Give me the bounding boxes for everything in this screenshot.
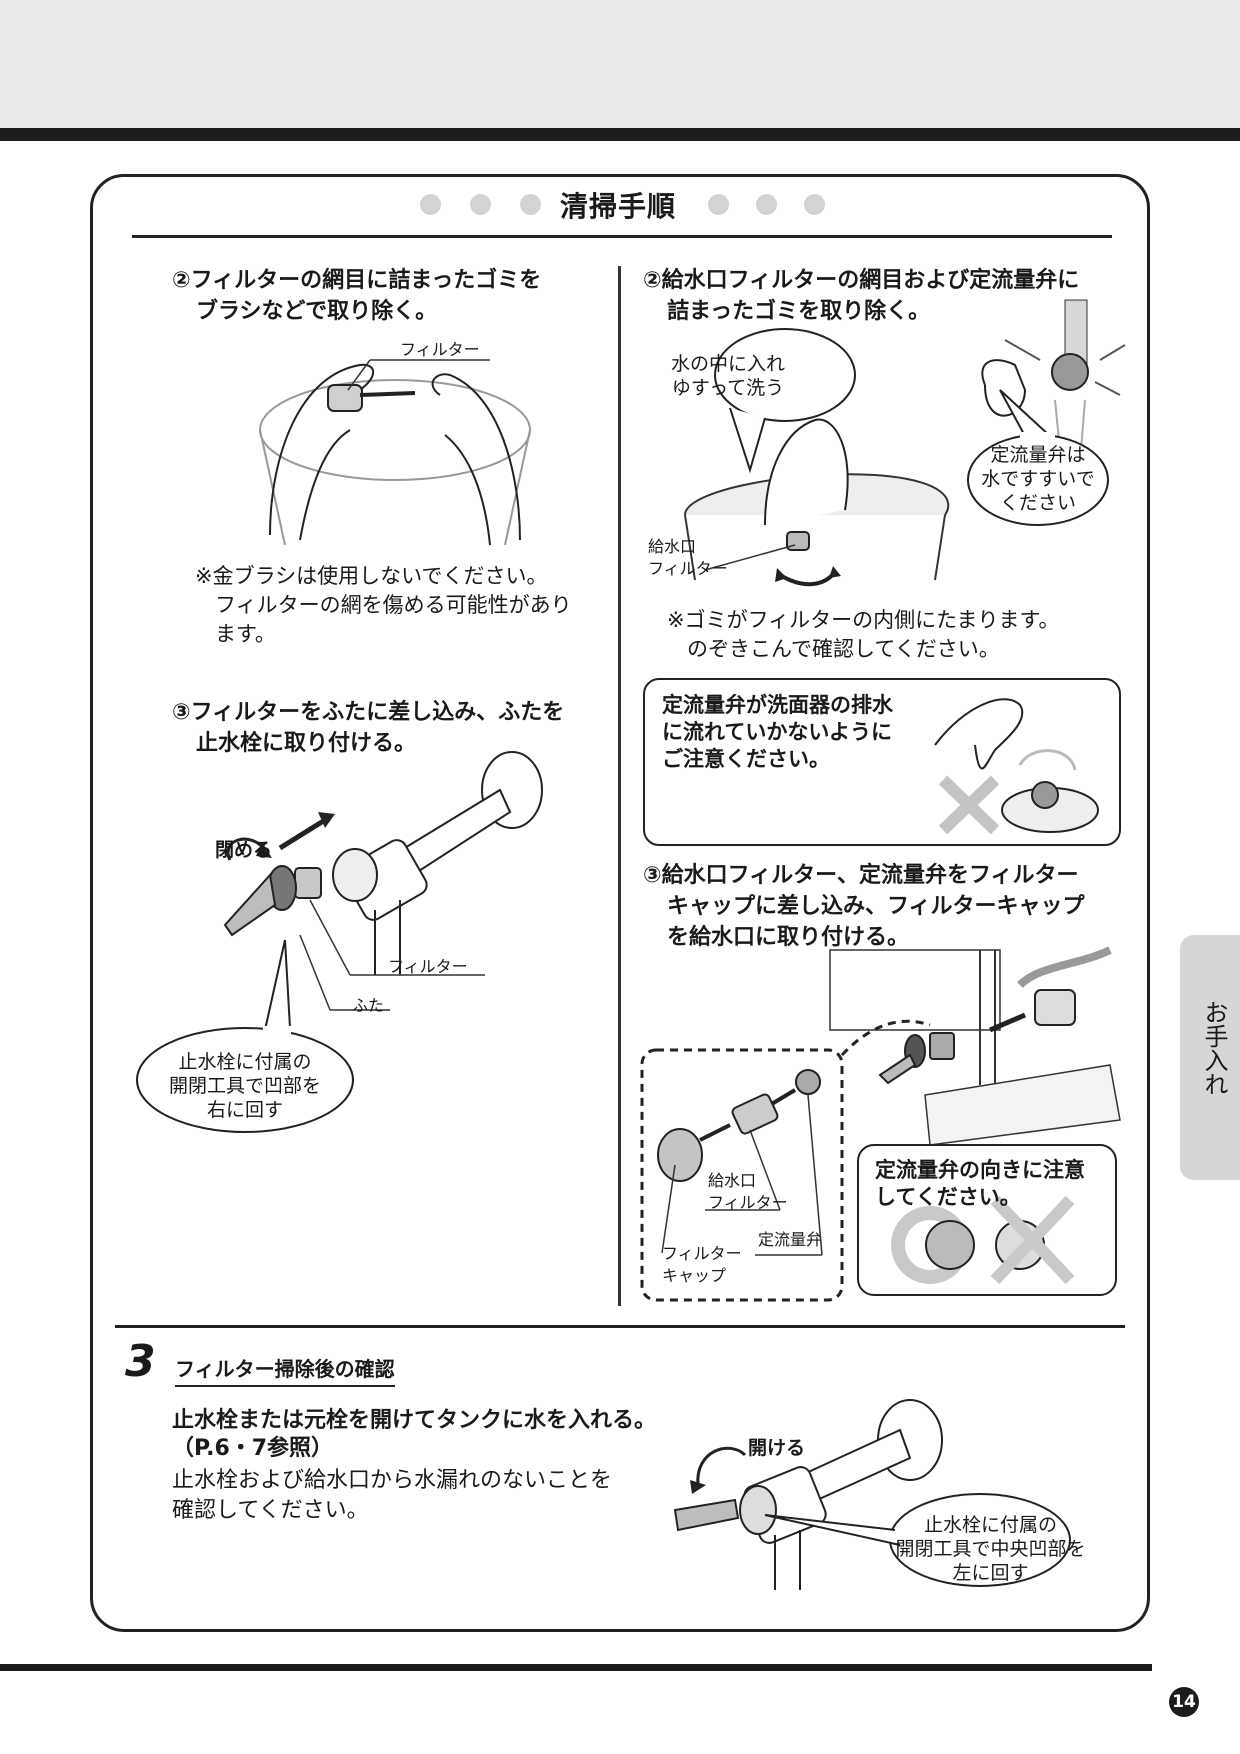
- text-line: ※ゴミがフィルターの内側にたまります。: [667, 608, 1060, 632]
- label-valve: 定流量弁: [758, 1230, 823, 1249]
- text-line: キャップ: [662, 1266, 727, 1285]
- text-line: を給水口に取り付ける。: [667, 925, 910, 950]
- text-line: フィルター: [648, 559, 728, 578]
- title-rule: [132, 235, 1112, 238]
- label-inlet-filter: 給水口 フィルター: [648, 536, 728, 580]
- right-step2-text: ②給水口フィルターの網目および定流量弁に 詰まったゴミを取り除く。: [643, 265, 1079, 327]
- bubble-text-section3: 止水栓に付属の 開閉工具で中央凹部を 左に回す: [858, 1513, 1123, 1585]
- section3-line2: （P.6・7参照）: [172, 1436, 334, 1461]
- header-band: [0, 0, 1240, 128]
- text-line: 定流量弁が洗面器の排水: [662, 693, 893, 717]
- text-line: 止水栓に取り付ける。: [196, 731, 417, 756]
- section-number: 3: [125, 1336, 156, 1387]
- title-dot: [520, 194, 541, 215]
- title-dot: [420, 194, 441, 215]
- section3-line1: 止水栓または元栓を開けてタンクに水を入れる。: [172, 1408, 657, 1433]
- text-line: 止水栓および給水口から水漏れのないことを: [172, 1468, 613, 1493]
- bubble-valve-text: 定流量弁は 水ですすいで ください: [968, 443, 1108, 515]
- orientation-note: 定流量弁の向きに注意 してください。: [875, 1157, 1085, 1211]
- section3-line3: 止水栓および給水口から水漏れのないことを 確認してください。: [172, 1466, 612, 1526]
- text-line: のぞきこんで確認してください。: [687, 637, 1000, 661]
- left-step2-text: ②フィルターの網目に詰まったゴミを ブラシなどで取り除く。: [172, 265, 541, 327]
- bubble-wash-text: 水の中に入れ ゆすって洗う: [658, 352, 798, 400]
- text-line: 右に回す: [206, 1099, 283, 1121]
- text-line: ※金ブラシは使用しないでください。: [195, 564, 548, 588]
- header-rule-bar: [0, 128, 1240, 141]
- text-line: 詰まったゴミを取り除く。: [667, 299, 931, 324]
- left-step2-note: ※金ブラシは使用しないでください。 フィルターの網を傷める可能性があり ます。: [195, 562, 572, 649]
- lid-leader: [299, 934, 390, 1011]
- right-step3-text: ③給水口フィルター、定流量弁をフィルター キャップに差し込み、フィルターキャップ…: [643, 860, 1085, 953]
- open-valve-illustration: [673, 1399, 1071, 1590]
- text-line: ます。: [215, 622, 276, 646]
- warning-box: [643, 678, 1121, 846]
- title-dot: [756, 194, 777, 215]
- text-line: 定流量弁の向きに注意: [875, 1158, 1085, 1182]
- text-line: ゆすって洗う: [671, 377, 785, 399]
- text-line: 左に回す: [952, 1562, 1029, 1584]
- title-dot: [804, 194, 825, 215]
- text-line: 給水口: [708, 1171, 757, 1190]
- text-line: 開閉工具で中央凹部を: [895, 1538, 1086, 1560]
- text-line: キャップに差し込み、フィルターキャップ: [667, 894, 1085, 919]
- label-open: 開ける: [748, 1437, 806, 1459]
- side-tab[interactable]: [1180, 935, 1240, 1180]
- label-close: 閉める: [215, 839, 273, 861]
- label-filter-cap: フィルター キャップ: [662, 1243, 742, 1287]
- text-line: フィルター: [662, 1244, 742, 1263]
- label-lid: ふた: [352, 996, 385, 1015]
- text-line: ご注意ください。: [662, 747, 830, 771]
- label-filter: フィルター: [400, 340, 480, 359]
- bubble-text-left: 止水栓に付属の 開閉工具で凹部を 右に回す: [155, 1050, 335, 1122]
- text-line: 止水栓に付属の: [178, 1051, 312, 1073]
- text-line: してください。: [875, 1185, 1021, 1209]
- filter-cap-illustration: [640, 946, 1121, 1302]
- page-number-badge: 14: [1169, 1687, 1199, 1717]
- valve-assembly-illustration: [223, 751, 543, 976]
- warning-text: 定流量弁が洗面器の排水 に流れていかないように ご注意ください。: [662, 692, 893, 773]
- text-line: 給水口: [648, 537, 697, 556]
- text-line: ③給水口フィルター、定流量弁をフィルター: [643, 863, 1079, 888]
- left-step3-text: ③フィルターをふたに差し込み、ふたを 止水栓に取り付ける。: [172, 697, 564, 759]
- hands-brush-illustration: [259, 359, 531, 546]
- text-line: ください: [999, 492, 1076, 514]
- text-line: に流れていかないように: [662, 720, 892, 744]
- text-line: 確認してください。: [172, 1498, 369, 1523]
- washing-illustration: [684, 299, 1126, 587]
- right-step2-note: ※ゴミがフィルターの内側にたまります。 のぞきこんで確認してください。: [667, 606, 1059, 664]
- drain-warning-illustration: [934, 698, 1099, 835]
- footer-rule: [0, 1664, 1152, 1671]
- section-heading: フィルター掃除後の確認: [175, 1353, 395, 1387]
- text-line: 定流量弁は: [990, 444, 1086, 466]
- text-line: ②フィルターの網目に詰まったゴミを: [172, 268, 542, 293]
- label-inlet-filter-2: 給水口 フィルター: [708, 1170, 788, 1214]
- text-line: フィルターの網を傷める可能性があり: [215, 593, 572, 617]
- column-divider: [618, 266, 621, 1306]
- page-title: 清掃手順: [560, 190, 677, 223]
- content-frame: [90, 174, 1150, 1632]
- title-dot: [470, 194, 491, 215]
- text-line: ②給水口フィルターの網目および定流量弁に: [643, 268, 1080, 293]
- text-line: 水ですすいで: [981, 468, 1095, 490]
- text-line: ブラシなどで取り除く。: [196, 299, 438, 324]
- label-filter-2: フィルター: [388, 957, 468, 976]
- text-line: ③フィルターをふたに差し込み、ふたを: [172, 700, 565, 725]
- section-rule: [115, 1325, 1125, 1328]
- text-line: 止水栓に付属の: [923, 1514, 1057, 1536]
- text-line: 開閉工具で凹部を: [168, 1075, 321, 1097]
- text-line: フィルター: [708, 1193, 788, 1212]
- title-dot: [708, 194, 729, 215]
- text-line: 水の中に入れ: [670, 353, 785, 375]
- speech-bubble-left: [136, 939, 354, 1133]
- side-tab-label: お手入れ: [1200, 1000, 1228, 1096]
